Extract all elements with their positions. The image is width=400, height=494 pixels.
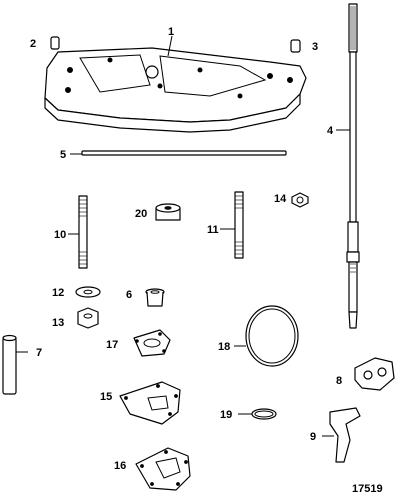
callout-14: 14 [274,193,287,205]
part-4-drive-shaft: 4 [327,3,360,329]
callout-13: 13 [52,317,64,329]
callout-11: 11 [207,224,219,236]
part-16-plate: 16 [114,447,191,491]
callout-7: 7 [36,347,42,359]
part-10-stud: 10 [54,195,88,269]
part-3-dowel-pin: 3 [290,39,318,53]
part-6-sleeve: 6 [126,288,165,307]
part-2-dowel-pin: 2 [30,36,60,50]
part-20-bushing: 20 [135,203,181,221]
part-19-small-o-ring: 19 [220,408,277,421]
part-17-gasket: 17 [106,329,171,357]
figure-number: 17519 [352,483,383,494]
callout-1: 1 [168,26,174,38]
callout-10: 10 [54,229,66,241]
part-7-tube: 7 [2,334,42,395]
callout-18: 18 [218,341,230,353]
callout-8: 8 [336,375,342,387]
part-11-stud: 11 [207,191,244,259]
part-8-block: 8 [336,357,395,391]
part-14-nut: 14 [274,192,309,208]
part-13-nut: 13 [52,307,99,329]
callout-15: 15 [100,391,112,403]
callout-9: 9 [310,431,316,443]
callout-20: 20 [135,208,147,220]
callout-6: 6 [126,289,132,301]
part-12-washer: 12 [52,286,101,299]
callout-5: 5 [60,149,66,161]
part-5-long-rod: 5 [60,149,287,161]
part-9-lever: 9 [310,407,361,463]
part-15-gasket: 15 [100,381,181,425]
callout-4: 4 [327,125,334,137]
part-1-adapter-plate: 1 [44,26,307,133]
callout-17: 17 [106,339,118,351]
part-18-o-ring: 18 [218,305,299,367]
callout-12: 12 [52,287,64,299]
callout-2: 2 [30,38,36,50]
callout-3: 3 [312,41,318,53]
callout-16: 16 [114,460,126,472]
callout-19: 19 [220,409,232,421]
